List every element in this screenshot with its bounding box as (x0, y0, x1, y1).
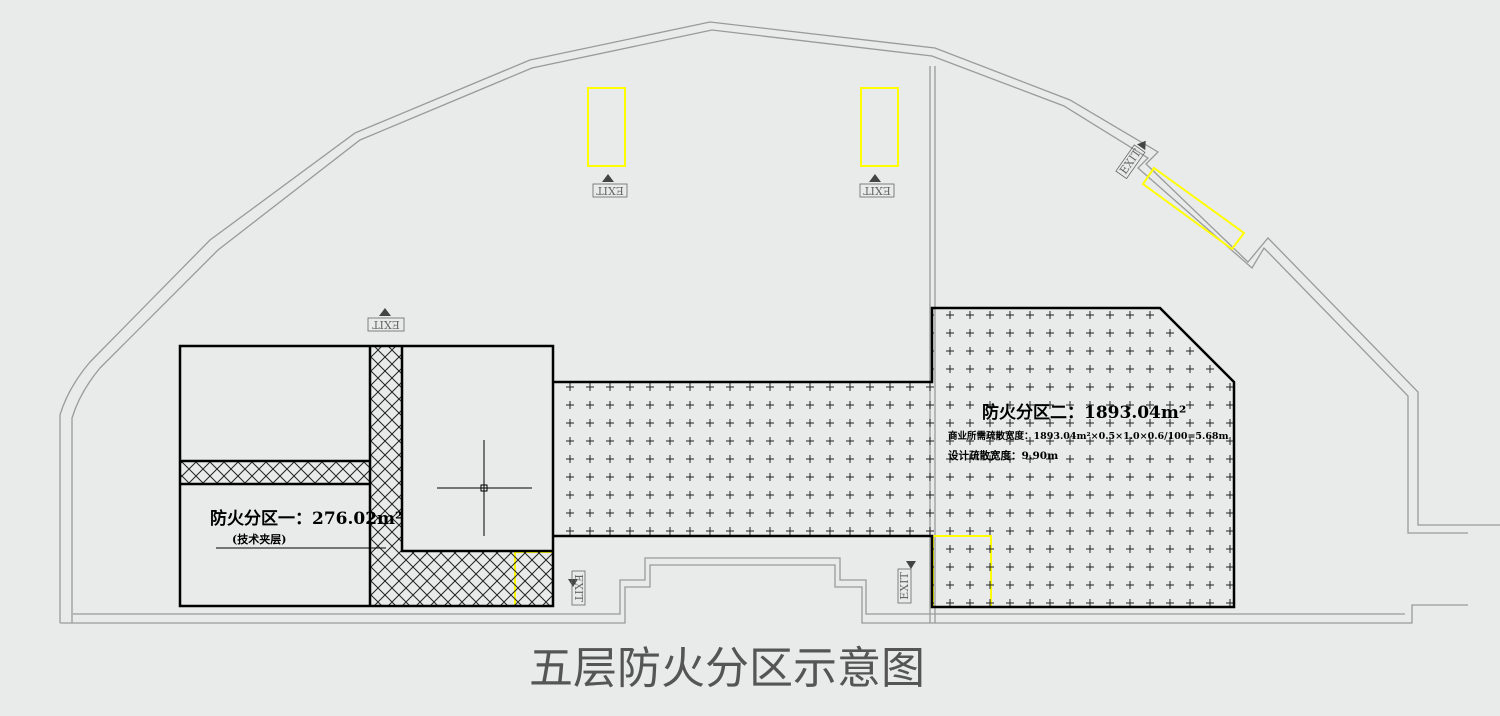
diagram-title: 五层防火分区示意图 (529, 643, 925, 694)
exit-sign-label: EXIT (898, 572, 911, 600)
zone-2-label: 防火分区二：1893.04m² (982, 402, 1186, 423)
exit-sign-north-2: EXIT (859, 174, 895, 198)
exit-sign-label: EXIT (572, 574, 585, 602)
stair-box-east (1141, 166, 1246, 251)
exit-sign-west: EXIT (367, 308, 405, 332)
stair-box-north-2 (860, 87, 899, 167)
exit-sign-label: EXIT (863, 184, 891, 197)
zone-1-note: (技术夹层) (232, 532, 286, 546)
exit-sign-north-1: EXIT (592, 174, 628, 198)
exit-sign-label: EXIT (372, 318, 400, 331)
exit-sign-south-1: EXIT (568, 570, 586, 606)
exit-sign-south-2: EXIT (897, 561, 916, 604)
zone-2-design-width: 设计疏散宽度：9.90m (948, 449, 1058, 462)
fire-zone-walls (178, 306, 1236, 609)
zone-2-calc: 商业所需疏散宽度：1893.04m²×0.5×1.0×0.6/100=5.68m (948, 430, 1229, 442)
exit-sign-label: EXIT (596, 184, 624, 197)
zone-1-label: 防火分区一：276.02m² (210, 508, 403, 529)
stair-box-north-1 (587, 87, 626, 167)
crosshair-marker (437, 440, 532, 536)
zone-1-corridor-hatch (180, 346, 553, 606)
